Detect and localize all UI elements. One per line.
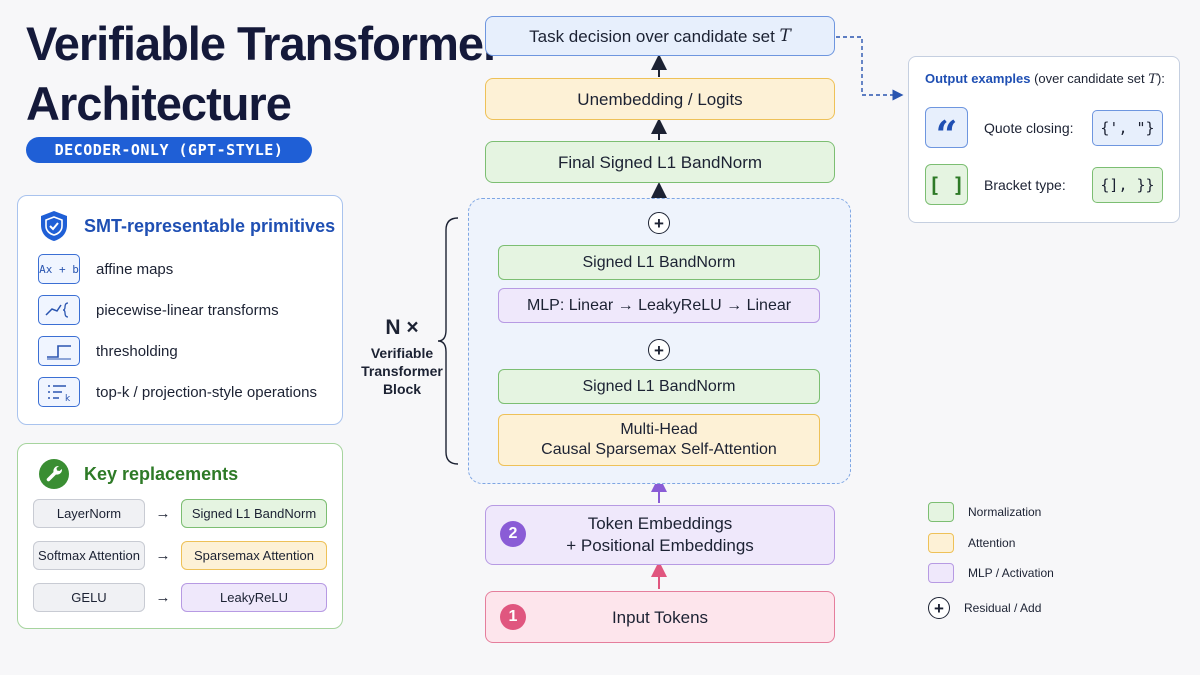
replacements-heading: Key replacements bbox=[84, 463, 239, 484]
attention-line-1: Multi-Head bbox=[620, 421, 698, 438]
unembedding-box: Unembedding / Logits bbox=[485, 78, 835, 120]
input-tokens-box: Input Tokens bbox=[485, 591, 835, 643]
replacement-to: Signed L1 BandNorm bbox=[181, 499, 327, 528]
replacement-from: GELU bbox=[33, 583, 145, 612]
output-example-row: [ ] Bracket type: {], }} bbox=[925, 164, 1163, 205]
repeat-label: N × Verifiable Transformer Block bbox=[352, 316, 452, 398]
output-title-rest: (over candidate set bbox=[1030, 71, 1149, 86]
page-title: Verifiable Transformer Architecture bbox=[26, 14, 501, 134]
legend-swatch bbox=[928, 533, 954, 553]
task-decision-box: Task decision over candidate set T bbox=[485, 16, 835, 56]
primitive-label: piecewise-linear transforms bbox=[96, 301, 279, 319]
replacement-to: Sparsemax Attention bbox=[181, 541, 327, 570]
output-example-value: {], }} bbox=[1092, 166, 1163, 203]
output-example-row: “ Quote closing: {', "} bbox=[925, 107, 1163, 157]
task-decision-var: T bbox=[779, 25, 791, 46]
topk-list-icon: k bbox=[38, 377, 80, 407]
primitive-piecewise: piecewise-linear transforms bbox=[38, 295, 279, 325]
block-norm-top: Signed L1 BandNorm bbox=[498, 245, 820, 280]
output-title-suffix: ): bbox=[1156, 71, 1165, 86]
repeat-description: Verifiable Transformer Block bbox=[352, 344, 452, 398]
embeddings-box: Token Embeddings + Positional Embeddings bbox=[485, 505, 835, 565]
legend-label: Normalization bbox=[968, 505, 1042, 519]
primitive-label: thresholding bbox=[96, 342, 178, 360]
svg-text:k: k bbox=[65, 394, 71, 402]
right-arrow-icon: → bbox=[155, 547, 171, 564]
replacements-panel: Key replacements LayerNorm → Signed L1 B… bbox=[17, 443, 343, 629]
replacement-from: Softmax Attention bbox=[33, 541, 145, 570]
output-title-var: T bbox=[1148, 72, 1157, 87]
output-examples-title: Output examples (over candidate set T): bbox=[925, 71, 1165, 87]
right-arrow-icon: → bbox=[155, 589, 171, 606]
primitives-header: SMT-representable primitives bbox=[38, 210, 335, 242]
replacement-row: GELU → LeakyReLU bbox=[33, 583, 327, 612]
output-link bbox=[836, 36, 904, 101]
title-line-2: Architecture bbox=[26, 77, 292, 130]
repeat-line: Block bbox=[382, 381, 422, 397]
residual-add-icon: + bbox=[648, 212, 670, 234]
step-badge-1: 1 bbox=[500, 604, 526, 630]
right-arrow-icon: → bbox=[155, 505, 171, 522]
legend-item-mlp: MLP / Activation bbox=[928, 563, 1054, 583]
legend-label: MLP / Activation bbox=[968, 566, 1054, 580]
title-line-1: Verifiable Transformer bbox=[26, 17, 501, 70]
shield-check-icon bbox=[38, 210, 70, 242]
residual-add-icon: + bbox=[648, 339, 670, 361]
task-decision-label: Task decision over candidate set bbox=[529, 26, 775, 46]
attention-line-2: Causal Sparsemax Self-Attention bbox=[541, 441, 777, 458]
primitive-label: affine maps bbox=[96, 260, 174, 278]
legend-item-attention: Attention bbox=[928, 533, 1015, 553]
block-norm-bottom: Signed L1 BandNorm bbox=[498, 369, 820, 404]
legend-item-residual: + Residual / Add bbox=[928, 597, 1041, 619]
legend-label: Attention bbox=[968, 536, 1016, 550]
step-function-icon bbox=[38, 336, 80, 366]
subtitle-badge: DECODER-ONLY (GPT-STYLE) bbox=[26, 137, 312, 163]
output-example-value: {', "} bbox=[1092, 109, 1163, 146]
final-norm-box: Final Signed L1 BandNorm bbox=[485, 141, 835, 183]
replacement-row: Softmax Attention → Sparsemax Attention bbox=[33, 541, 327, 570]
repeat-brace bbox=[437, 217, 459, 465]
block-attention: Multi-Head Causal Sparsemax Self-Attenti… bbox=[498, 414, 820, 466]
repeat-count: N × bbox=[385, 316, 419, 339]
piecewise-icon bbox=[38, 295, 80, 325]
primitive-affine: Ax + b affine maps bbox=[38, 254, 173, 284]
wrench-icon bbox=[38, 458, 70, 490]
primitive-topk: k top-k / projection-style operations bbox=[38, 377, 317, 407]
legend-swatch bbox=[928, 502, 954, 522]
output-examples-panel: Output examples (over candidate set T): … bbox=[908, 56, 1180, 223]
legend-swatch bbox=[928, 563, 954, 583]
block-mlp: MLP: Linear → LeakyReLU → Linear bbox=[498, 288, 820, 323]
replacement-to: LeakyReLU bbox=[181, 583, 327, 612]
repeat-line: Verifiable bbox=[370, 345, 434, 361]
primitive-label: top-k / projection-style operations bbox=[96, 383, 317, 401]
embeddings-line-1: Token Embeddings bbox=[587, 514, 733, 533]
repeat-line: Transformer bbox=[361, 363, 443, 379]
residual-add-icon: + bbox=[928, 597, 950, 619]
primitive-threshold: thresholding bbox=[38, 336, 178, 366]
primitives-heading: SMT-representable primitives bbox=[84, 215, 336, 236]
step-badge-2: 2 bbox=[500, 521, 526, 547]
quote-icon: “ bbox=[925, 107, 968, 157]
legend-item-normalization: Normalization bbox=[928, 502, 1041, 522]
affine-icon: Ax + b bbox=[38, 254, 80, 284]
replacements-header: Key replacements bbox=[38, 458, 238, 490]
bracket-icon: [ ] bbox=[925, 164, 968, 205]
output-example-label: Quote closing: bbox=[984, 119, 1074, 136]
primitives-panel: SMT-representable primitives Ax + b affi… bbox=[17, 195, 343, 425]
output-title-bold: Output examples bbox=[925, 71, 1031, 86]
output-example-label: Bracket type: bbox=[984, 176, 1066, 193]
legend-label: Residual / Add bbox=[964, 601, 1042, 615]
replacement-from: LayerNorm bbox=[33, 499, 145, 528]
replacement-row: LayerNorm → Signed L1 BandNorm bbox=[33, 499, 327, 528]
embeddings-line-2: + Positional Embeddings bbox=[566, 536, 754, 555]
